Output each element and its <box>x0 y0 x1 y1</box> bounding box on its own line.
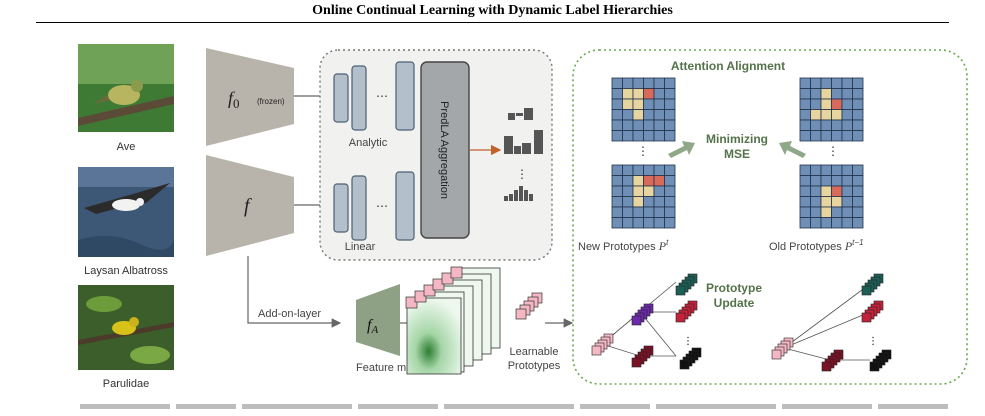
prediction-outputs: ⋮ <box>504 108 543 201</box>
linear-ellipsis: ⋯ <box>376 199 388 213</box>
sample-image-laysan-albatross <box>78 167 174 257</box>
old-proto-red <box>861 300 884 323</box>
old-proto-teal <box>861 273 884 296</box>
frozen-tag: (frozen) <box>257 97 285 106</box>
new-proto-teal <box>675 273 698 296</box>
frozen-encoder-symbol: f <box>228 88 236 108</box>
analytic-block-1 <box>333 73 349 123</box>
arrow-new-to-mse <box>668 141 695 158</box>
old-prototypes-symbol: P <box>844 239 853 253</box>
sample-label-parulidae: Parulidae <box>103 378 149 390</box>
addon-encoder-symbol: f <box>367 317 374 334</box>
predla-aggregation-label: PredLA Aggregation <box>438 101 450 199</box>
analytic-block-3 <box>395 61 415 131</box>
sample-label-laysan-albatross: Laysan Albatross <box>84 265 168 277</box>
page-header: Online Continual Learning with Dynamic L… <box>312 3 673 18</box>
feature-map-stack <box>405 266 501 375</box>
feature-map-label: Feature map <box>356 362 418 374</box>
analytic-block-2 <box>351 65 367 131</box>
tree-edge <box>783 311 871 349</box>
learnable-prototypes-stack <box>515 292 543 320</box>
header-rule <box>36 22 949 23</box>
linear-block-3 <box>395 171 415 241</box>
old-proto-darkred <box>821 349 844 372</box>
trainable-encoder <box>206 155 294 256</box>
frozen-encoder-subscript: 0 <box>233 96 240 111</box>
learnable-prototypes-label-line1: Learnable <box>510 346 559 358</box>
linear-block-1 <box>333 183 349 233</box>
attention-alignment-title: Attention Alignment <box>671 59 785 73</box>
new-proto-purple <box>631 303 654 326</box>
prototype-update-label-line1: Prototype <box>706 281 762 295</box>
caption-strip <box>0 400 985 416</box>
new-tree-ellipsis: ⋮ <box>683 336 693 347</box>
new-grid-ellipsis: ⋮ <box>637 144 649 158</box>
svg-text:Old Prototypes Pt−1: Old Prototypes Pt−1 <box>769 238 864 253</box>
new-proto-black <box>679 347 702 370</box>
old-proto-root <box>771 337 794 360</box>
minimizing-label: Minimizing <box>706 132 768 146</box>
svg-text:f0: f0 <box>228 88 240 111</box>
old-proto-black <box>869 349 892 372</box>
tree-edge <box>783 347 831 361</box>
old-prototypes-sup: t−1 <box>852 238 863 247</box>
addon-encoder-subscript: A <box>370 324 378 336</box>
tree-edge <box>639 311 677 357</box>
sample-image-parulidae <box>78 285 174 370</box>
analytic-label: Analytic <box>349 137 388 149</box>
analytic-ellipsis: ⋯ <box>376 89 388 103</box>
addon-encoder <box>356 284 400 356</box>
sample-image-ave <box>78 44 174 132</box>
old-tree-ellipsis: ⋮ <box>868 336 878 347</box>
new-proto-red <box>675 300 698 323</box>
method-figure: Ave Laysan Albatross Parulidae f0 (froze… <box>78 44 968 390</box>
arrow-old-to-mse <box>779 141 806 158</box>
sample-label-ave: Ave <box>117 141 136 153</box>
old-attention-grid-bottom <box>799 164 864 229</box>
new-proto-darkred <box>631 345 654 368</box>
new-proto-root <box>591 333 614 356</box>
svg-text:fA: fA <box>367 317 378 336</box>
linear-label: Linear <box>345 241 376 253</box>
learnable-prototypes-label-line2: Prototypes <box>508 360 561 372</box>
svg-text:⋮: ⋮ <box>516 167 528 181</box>
addon-layer-label: Add-on-layer <box>258 308 321 320</box>
old-attention-grid-top <box>799 77 864 142</box>
new-prototypes-label: New Prototypes <box>578 241 656 253</box>
new-attention-grid-top <box>611 77 676 142</box>
trainable-encoder-symbol: f <box>244 195 252 217</box>
linear-block-2 <box>351 175 367 241</box>
attention-alignment-panel <box>572 49 968 385</box>
old-prototypes-label: Old Prototypes <box>769 241 842 253</box>
tree-edge <box>783 283 871 349</box>
new-attention-grid-bottom <box>611 164 676 229</box>
addon-path-line <box>247 256 342 328</box>
svg-text:New Prototypes Pt: New Prototypes Pt <box>578 238 669 253</box>
prototype-update-label-line2: Update <box>714 296 755 310</box>
frozen-encoder <box>206 48 294 146</box>
mse-label: MSE <box>724 147 750 161</box>
new-prototypes-sup: t <box>666 238 669 247</box>
new-prototypes-symbol: P <box>658 239 667 253</box>
old-grid-ellipsis: ⋮ <box>827 144 839 158</box>
